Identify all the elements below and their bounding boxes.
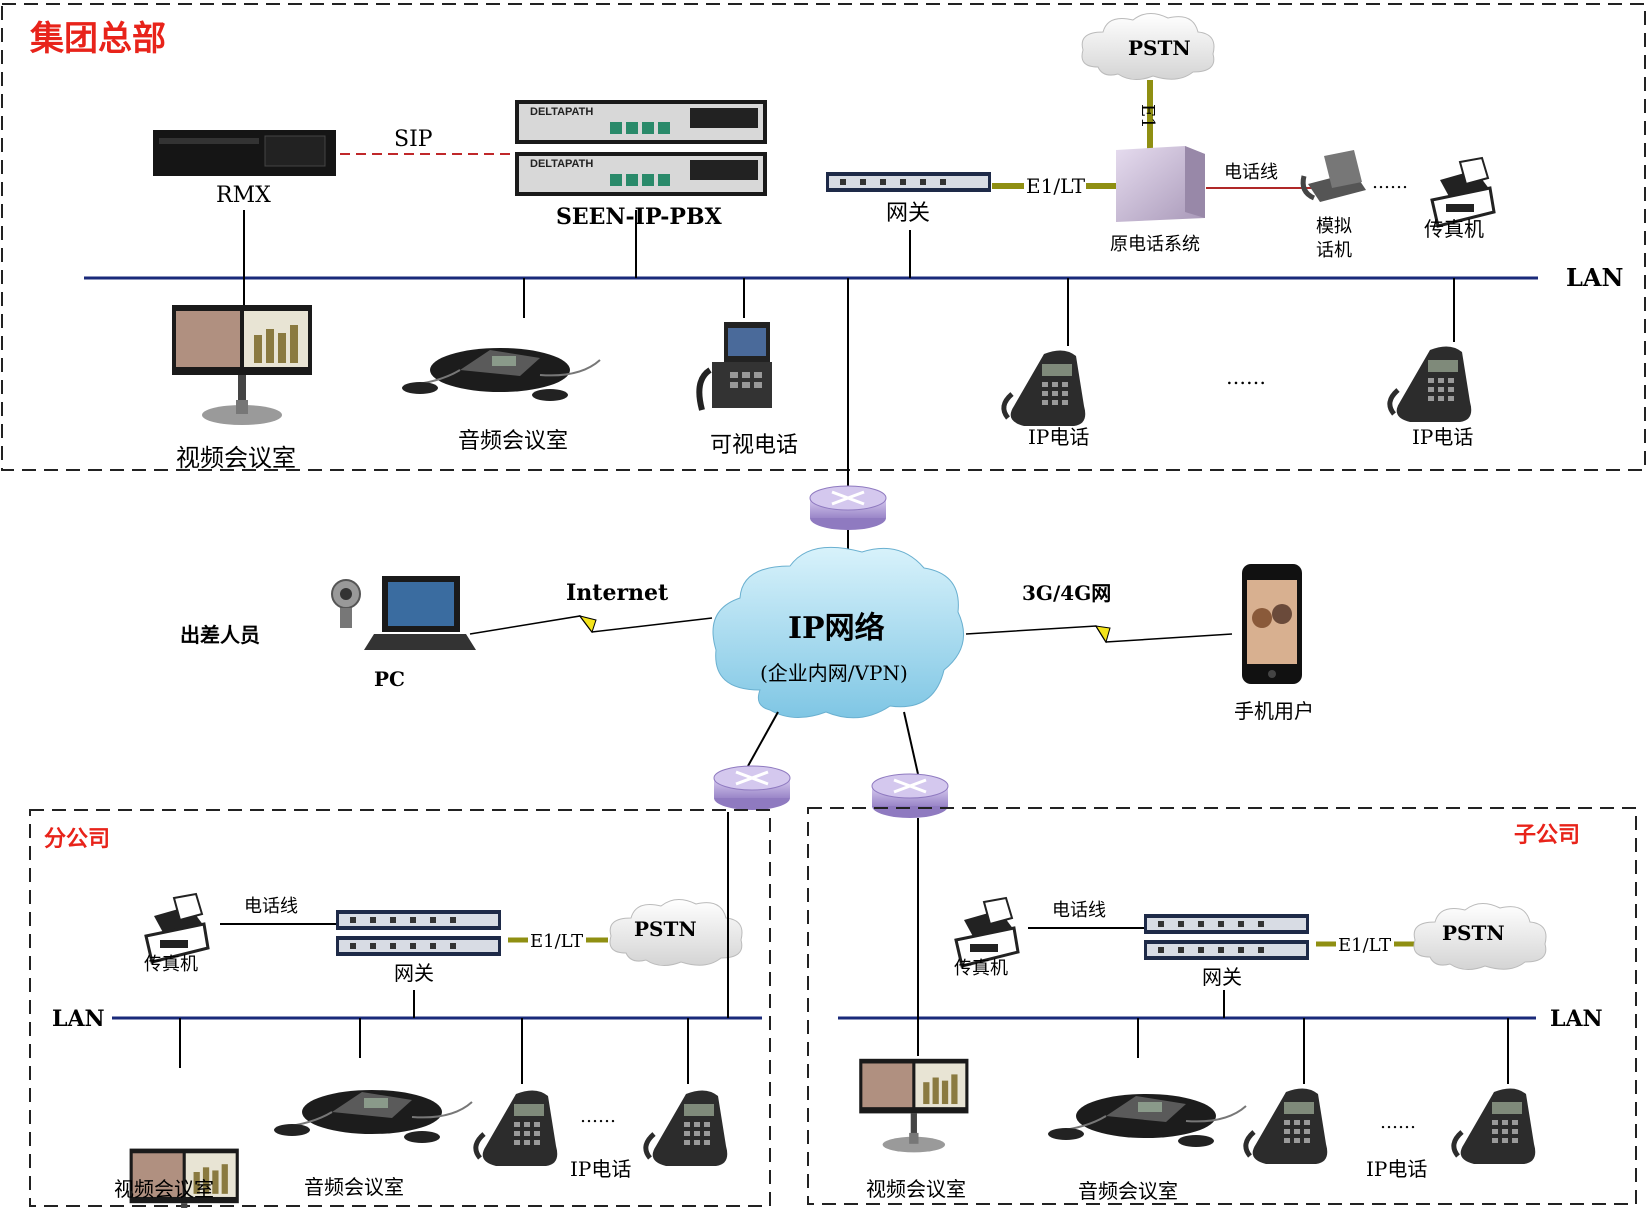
ip-network-title: IP网络 [788, 611, 885, 646]
rmx-device-icon [153, 130, 336, 176]
subsidiary-title: 子公司 [1514, 823, 1580, 848]
mobile-user-label: 手机用户 [1234, 699, 1314, 723]
hq-title: 集团总部 [29, 19, 166, 59]
branch-audio-conf-icon [273, 1089, 473, 1144]
pstn-label-hq: PSTN [1128, 36, 1191, 60]
branch-ellipsis: …… [580, 1106, 616, 1127]
mobile-net-label: 3G/4G网 [1022, 581, 1111, 605]
subsidiary-ip-phone-icon-2 [1454, 1088, 1535, 1164]
branch-fax-icon [144, 892, 210, 964]
video-phone-icon [696, 322, 772, 411]
subsidiary-video-conf-icon [859, 1058, 969, 1153]
e1-label: E1 [1137, 104, 1158, 129]
hq-ip-phone-icon-2 [1390, 346, 1471, 422]
branch-fax-label: 传真机 [144, 954, 198, 975]
hq-ellipsis: …… [1226, 365, 1266, 389]
subsidiary-ip-phone-label: IP电话 [1366, 1157, 1427, 1181]
subsidiary-e1lt-label: E1/LT [1338, 935, 1391, 956]
laptop-webcam-icon [331, 576, 476, 650]
branch-audio-room-label: 音频会议室 [304, 1175, 404, 1199]
branch-gateway-icon-1 [336, 910, 501, 930]
hq-gateway-icon [826, 172, 991, 192]
sip-label: SIP [394, 127, 433, 152]
subsidiary-gateway-label: 网关 [1202, 965, 1242, 989]
subsidiary-phone-line-label: 电话线 [1052, 900, 1106, 921]
traveler-label: 出差人员 [180, 623, 260, 647]
branch-ip-phone-icon-1 [476, 1090, 557, 1166]
subsidiary-fax-label: 传真机 [954, 958, 1008, 979]
hq-gateway-label: 网关 [886, 201, 930, 226]
pbx-label: SEEN-IP-PBX [556, 204, 723, 230]
analog-phone-label-1: 模拟 [1316, 216, 1352, 237]
subsidiary-video-room-label: 视频会议室 [866, 1177, 966, 1201]
hq-ip-phone-label-2: IP电话 [1412, 425, 1473, 449]
subsidiary-boundary [807, 807, 1637, 1205]
subsidiary-gateway-icon-1 [1144, 914, 1309, 934]
subsidiary-pstn-label: PSTN [1442, 921, 1505, 945]
hq-ip-phone-icon-1 [1004, 350, 1085, 426]
branch-gateway-icon-2 [336, 936, 501, 956]
internet-label: Internet [566, 580, 669, 606]
subsidiary-ip-phone-icon-1 [1246, 1088, 1327, 1164]
branch-lan-label: LAN [52, 1006, 105, 1032]
pbx-brand-2: DELTAPATH [530, 158, 593, 170]
branch-gateway-label: 网关 [394, 961, 434, 985]
router-branch-icon [712, 764, 792, 812]
old-pbx-icon [1116, 146, 1205, 222]
subsidiary-audio-room-label: 音频会议室 [1078, 1179, 1178, 1203]
ip-network-cloud [712, 546, 965, 719]
pbx-brand-1: DELTAPATH [530, 106, 593, 118]
old-phone-system-label: 原电话系统 [1110, 234, 1200, 255]
router-top-icon [808, 484, 888, 532]
hq-video-conf-icon [172, 305, 312, 425]
hq-e1lt-label: E1/LT [1026, 174, 1086, 198]
branch-ip-phone-icon-2 [646, 1090, 727, 1166]
analog-phone-icon [1300, 150, 1366, 202]
hq-boundary [1, 3, 1646, 471]
subsidiary-ellipsis: …… [1380, 1112, 1416, 1133]
branch-phone-line-label: 电话线 [244, 896, 298, 917]
branch-ip-phone-label: IP电话 [570, 1157, 631, 1181]
subsidiary-gateway-icon-2 [1144, 940, 1309, 960]
subsidiary-fax-icon [954, 896, 1020, 968]
pbx-device-icon [515, 100, 767, 196]
hq-ip-phone-label-1: IP电话 [1028, 425, 1089, 449]
ip-network-subtitle: (企业内网/VPN) [760, 661, 908, 685]
branch-pstn-label: PSTN [634, 917, 697, 941]
branch-title: 分公司 [44, 827, 110, 852]
branch-video-room-label: 视频会议室 [114, 1177, 214, 1201]
pc-label: PC [374, 667, 405, 691]
hq-video-room-label: 视频会议室 [176, 444, 296, 472]
hq-audio-conf-icon [401, 347, 601, 402]
hq-lan-label: LAN [1566, 263, 1623, 292]
branch-boundary [29, 809, 771, 1207]
hq-top-ellipsis: …… [1372, 172, 1408, 193]
video-phone-label: 可视电话 [710, 433, 798, 458]
subsidiary-audio-conf-icon [1047, 1093, 1247, 1148]
branch-e1lt-label: E1/LT [530, 931, 583, 952]
router-subsidiary-icon [870, 772, 950, 820]
hq-phone-line-label: 电话线 [1224, 162, 1278, 183]
hq-fax-label: 传真机 [1424, 217, 1484, 241]
analog-phone-label-2: 话机 [1316, 240, 1352, 261]
rmx-label: RMX [216, 183, 271, 208]
hq-audio-room-label: 音频会议室 [458, 429, 568, 454]
hq-fax-icon [1430, 156, 1496, 228]
mobile-phone-icon [1242, 564, 1302, 684]
subsidiary-lan-label: LAN [1550, 1006, 1603, 1032]
